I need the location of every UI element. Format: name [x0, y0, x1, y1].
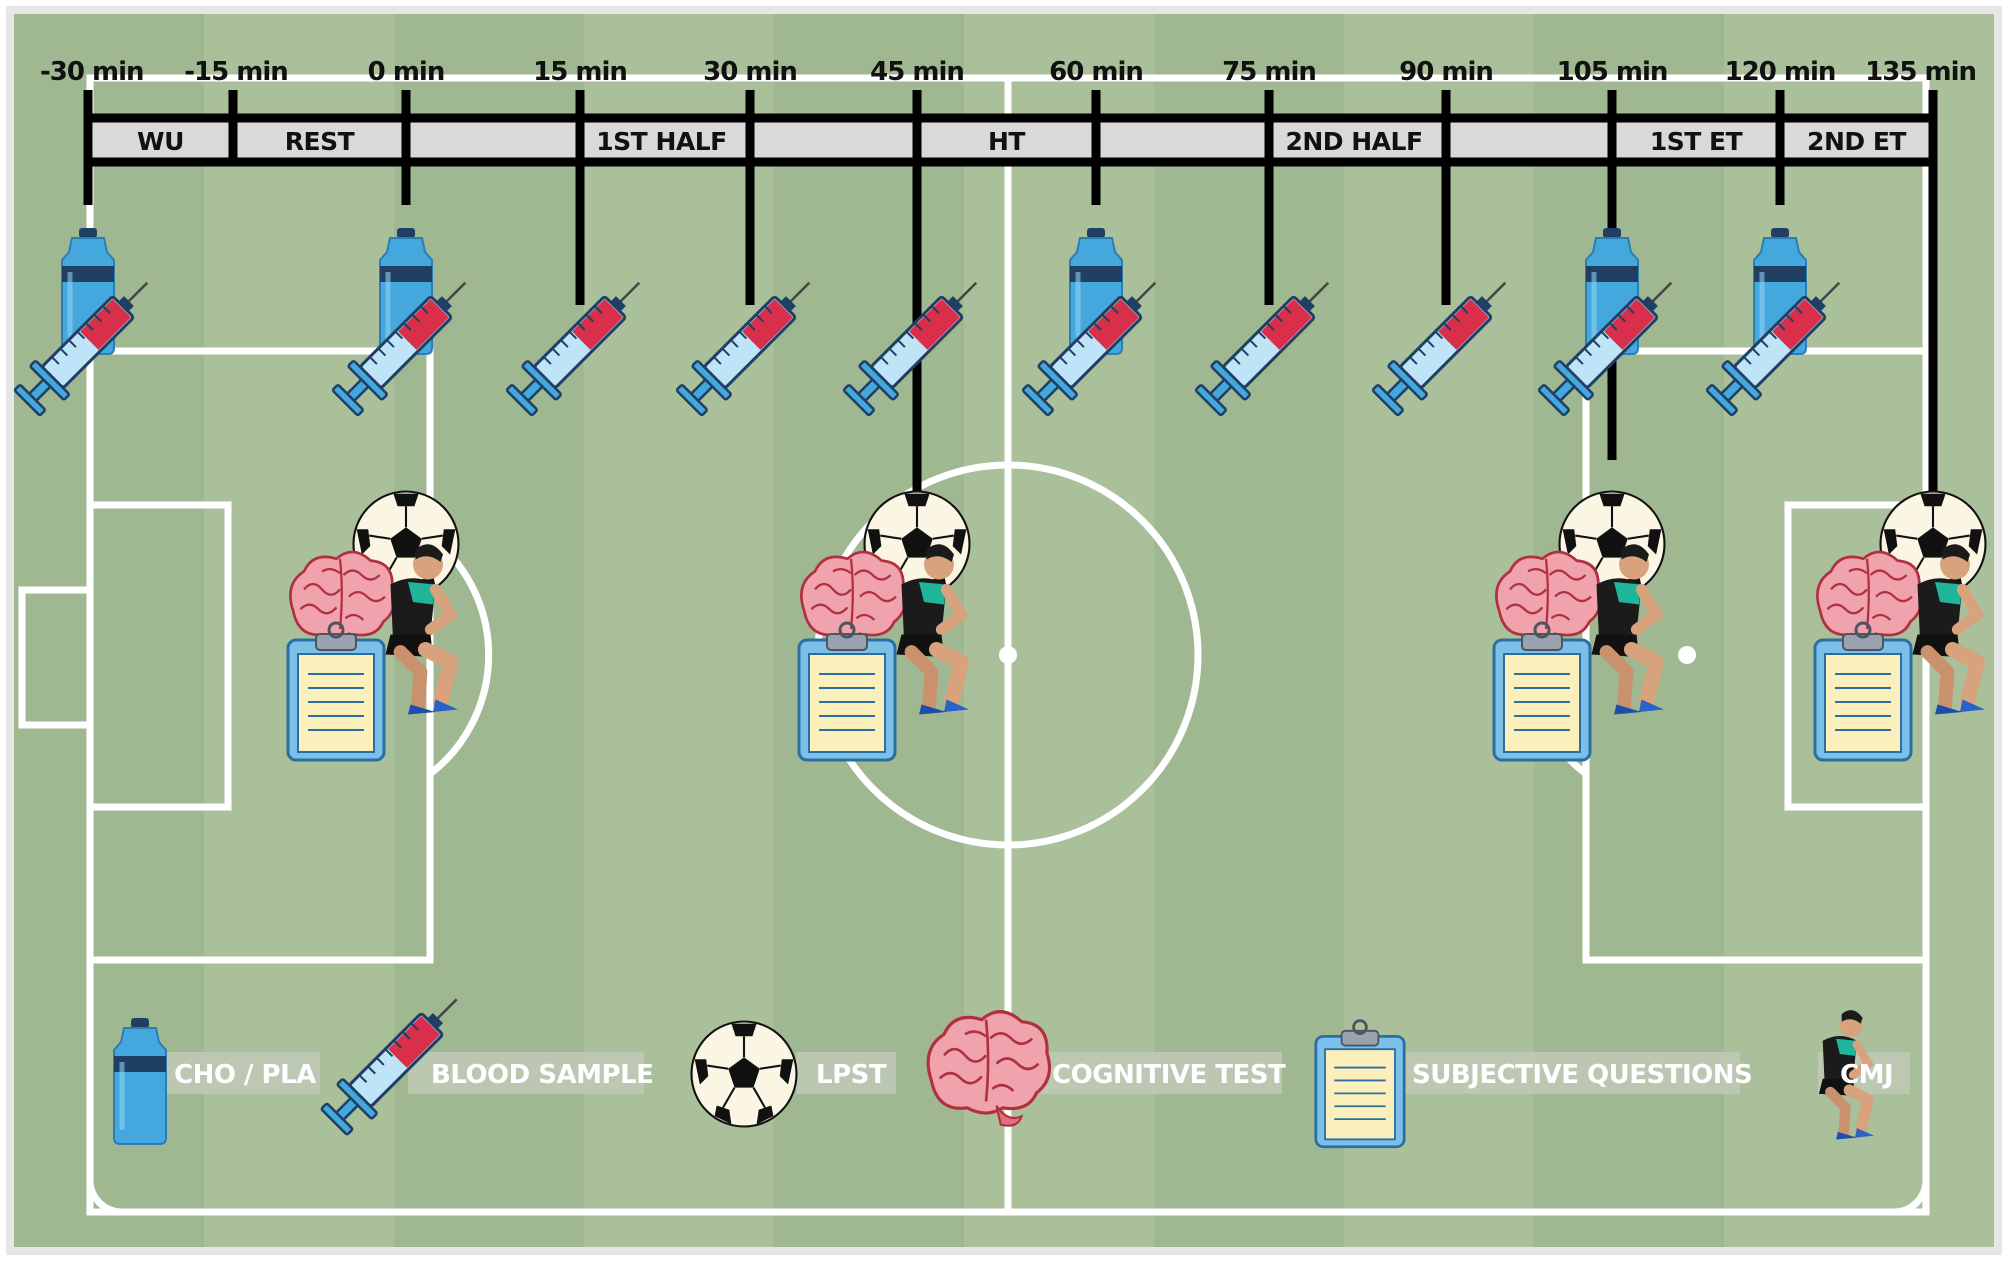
phase-label: WU — [137, 127, 184, 156]
phase-label: 1ST HALF — [596, 127, 726, 156]
clipboard-icon — [1494, 623, 1590, 760]
clipboard-icon — [799, 623, 895, 760]
legend-soccer-ball-icon — [692, 1022, 797, 1127]
legend-label-subjective-questions: SUBJECTIVE QUESTIONS — [1412, 1060, 1752, 1090]
tick-label: 90 min — [1399, 57, 1493, 87]
clipboard-icon — [288, 623, 384, 760]
phase-label: 1ST ET — [1650, 127, 1743, 156]
phase-label: HT — [988, 127, 1025, 156]
tick-label: 60 min — [1049, 57, 1143, 87]
tick-label: 15 min — [533, 57, 627, 87]
legend-label-cho-pla: CHO / PLA — [174, 1060, 316, 1090]
tick-label: 105 min — [1557, 57, 1668, 87]
tick-label: 45 min — [870, 57, 964, 87]
legend-label-lpst: LPST — [816, 1060, 887, 1090]
tick-label: 120 min — [1725, 57, 1836, 87]
tick-label: -30 min — [40, 57, 144, 87]
tick-label: -15 min — [184, 57, 288, 87]
phase-label: REST — [285, 127, 355, 156]
legend-clipboard-icon — [1316, 1021, 1404, 1147]
phase-label: 2ND ET — [1807, 127, 1906, 156]
tick-label: 30 min — [703, 57, 797, 87]
tick-label: 75 min — [1222, 57, 1316, 87]
legend-label-cmj: CMJ — [1840, 1060, 1893, 1090]
legend-label-blood-sample: BLOOD SAMPLE — [431, 1060, 653, 1090]
phase-label: 2ND HALF — [1285, 127, 1422, 156]
legend-bottle-icon — [114, 1018, 166, 1144]
tick-label: 0 min — [368, 57, 445, 87]
clipboard-icon — [1815, 623, 1911, 760]
tick-label: 135 min — [1865, 57, 1976, 87]
legend-label-cognitive-test: COGNITIVE TEST — [1052, 1060, 1286, 1090]
